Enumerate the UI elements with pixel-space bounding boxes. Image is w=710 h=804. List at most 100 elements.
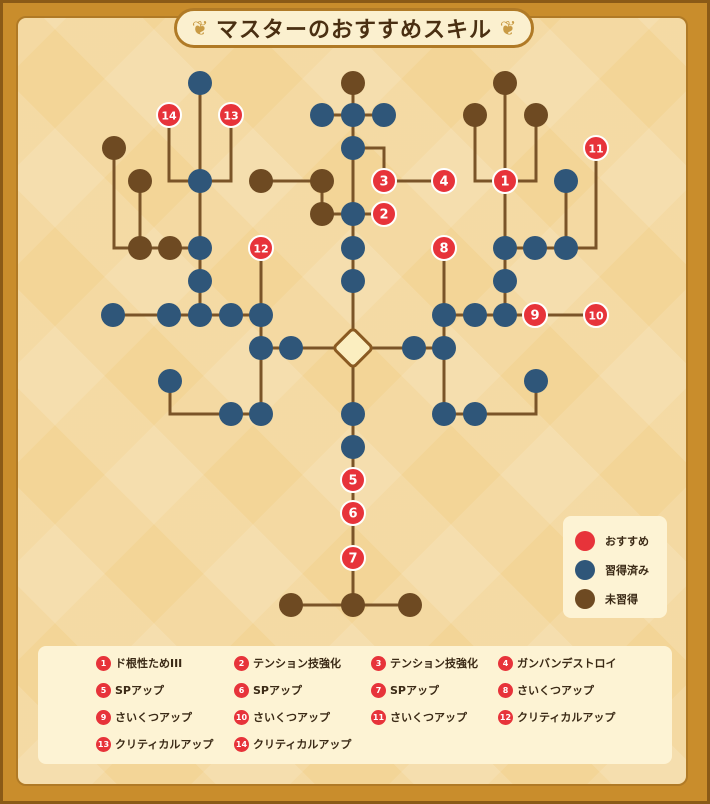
learned-node [219,303,243,327]
number-badge: 3 [371,655,386,671]
learned-node [310,103,334,127]
unlearned-dot-icon [575,588,595,609]
learned-node [279,336,303,360]
node-number-label: 1 [500,175,509,190]
recommended-node [371,168,397,194]
learned-node [402,336,426,360]
list-item: 1 ド根性ためIII [96,653,182,673]
recommended-node [340,467,366,493]
learned-node [463,402,487,426]
skill-name: SPアップ [253,684,302,697]
learned-node [524,369,548,393]
node-number-label: 5 [348,474,357,489]
skill-name: クリティカルアップ [253,738,352,751]
recommended-node [431,168,457,194]
skill-name: クリティカルアップ [517,711,616,724]
learned-node [372,103,396,127]
learned-node [493,236,517,260]
legend: おすすめ 習得済み 未習得 [563,516,667,618]
skill-name: クリティカルアップ [115,738,214,751]
learned-node [341,236,365,260]
legend-label: 習得済み [605,563,649,577]
skill-name: SPアップ [115,684,164,697]
learned-node [188,269,212,293]
number-badge: 10 [234,709,249,725]
number-badge: 13 [96,736,111,752]
legend-item-recommended: おすすめ [575,526,655,555]
unlearned-node [158,236,182,260]
learned-node [101,303,125,327]
number-badge: 14 [234,736,249,752]
tree-edge [566,148,598,250]
recommended-node [340,545,366,571]
swirl-ornament-icon: ❦ [499,16,517,40]
learned-node [249,336,273,360]
learned-node [523,236,547,260]
number-badge: 4 [498,655,513,671]
number-badge: 1 [96,655,111,671]
learned-dot-icon [575,559,595,580]
learned-node [493,303,517,327]
unlearned-node [463,103,487,127]
list-item: 13 クリティカルアップ [96,734,213,754]
number-badge: 2 [234,655,249,671]
learned-node [493,269,517,293]
list-item: 2 テンション技強化 [234,653,341,673]
skill-name: テンション技強化 [390,657,478,670]
swirl-ornament-icon: ❦ [191,16,209,40]
recommended-node [492,168,518,194]
number-badge: 6 [234,682,249,698]
recommended-node [156,102,182,128]
legend-item-learned: 習得済み [575,555,655,584]
number-badge: 5 [96,682,111,698]
tree-center-node [333,328,373,368]
recommended-node [583,135,609,161]
page-title: マスターのおすすめスキル [215,18,492,43]
skill-name: さいくつアップ [115,711,192,724]
learned-node [341,269,365,293]
learned-node [341,202,365,226]
learned-node [341,103,365,127]
unlearned-node [398,593,422,617]
list-item: 6 SPアップ [234,680,302,700]
learned-node [249,402,273,426]
unlearned-node [249,169,273,193]
node-number-label: 12 [253,243,268,256]
recommended-node [248,235,274,261]
node-number-label: 14 [161,110,177,123]
skill-name: テンション技強化 [253,657,341,670]
learned-node [463,303,487,327]
number-badge: 12 [498,709,513,725]
unlearned-node [524,103,548,127]
list-item: 3 テンション技強化 [371,653,478,673]
learned-node [157,303,181,327]
list-item: 5 SPアップ [96,680,164,700]
node-number-label: 4 [439,175,448,190]
node-number-label: 10 [588,310,604,323]
list-item: 12 クリティカルアップ [498,707,615,727]
learned-node [432,336,456,360]
skill-name: ド根性ためIII [115,657,183,670]
unlearned-node [310,202,334,226]
learned-node [341,435,365,459]
skill-name: SPアップ [390,684,439,697]
node-number-label: 11 [588,143,603,156]
node-number-label: 2 [379,208,388,223]
learned-node [554,169,578,193]
learned-node [341,402,365,426]
list-item: 14 クリティカルアップ [234,734,351,754]
learned-node [188,236,212,260]
node-number-label: 6 [348,507,357,522]
skill-name: さいくつアップ [390,711,467,724]
learned-node [554,236,578,260]
unlearned-node [128,169,152,193]
tree-edge [112,148,140,250]
recommended-node [522,302,548,328]
node-number-label: 13 [223,110,238,123]
